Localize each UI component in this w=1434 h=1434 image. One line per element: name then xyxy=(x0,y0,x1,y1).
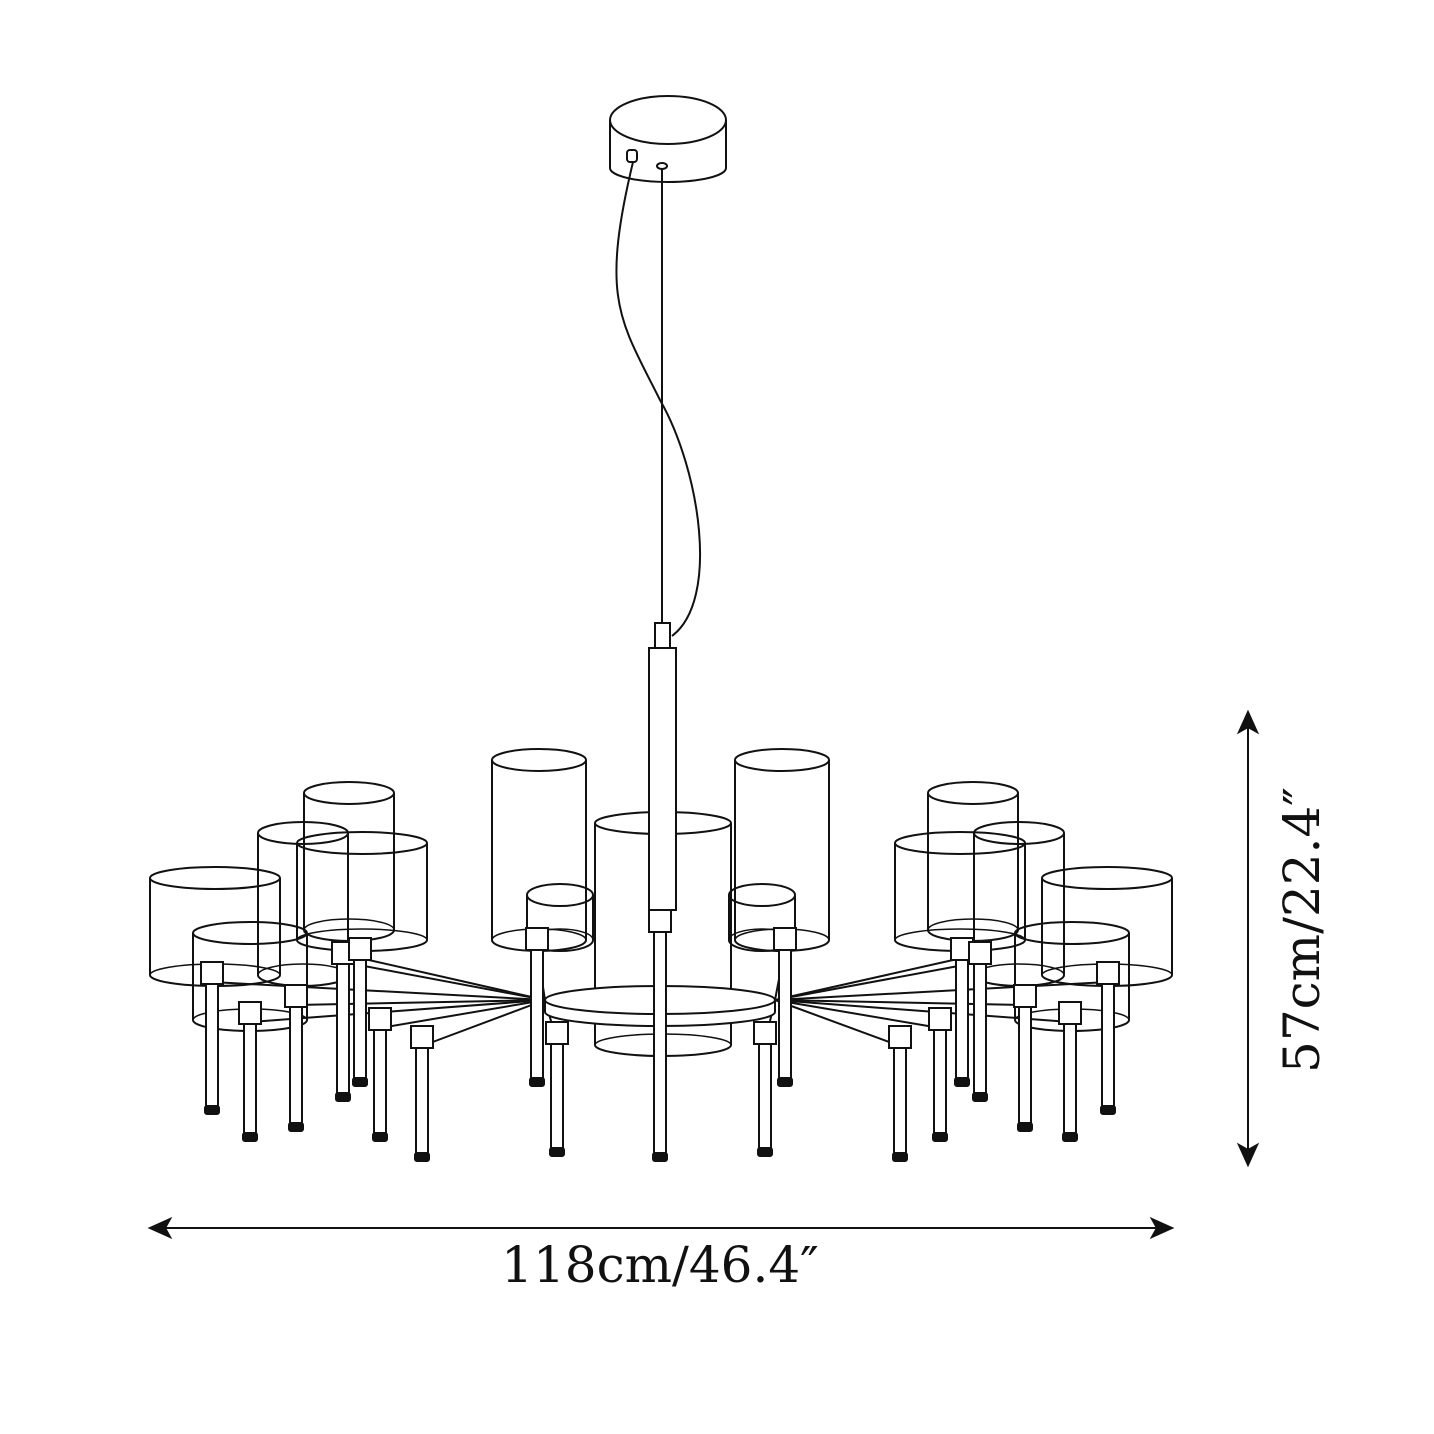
height-label: 57cm/22.4″ xyxy=(1273,787,1331,1073)
candle xyxy=(348,937,372,1087)
candle xyxy=(1013,984,1037,1132)
candle xyxy=(368,1007,392,1142)
candle xyxy=(331,941,355,1102)
arm xyxy=(774,999,901,1047)
lamp-shade xyxy=(296,831,428,952)
candle xyxy=(773,927,797,1087)
candle xyxy=(284,984,308,1132)
width-label: 118cm/46.4″ xyxy=(501,1236,819,1294)
candle xyxy=(888,1025,912,1162)
candle xyxy=(648,909,672,1162)
height-dimension-arrow xyxy=(1236,709,1260,1168)
arm xyxy=(774,999,941,1029)
central-stem xyxy=(648,622,677,911)
candle xyxy=(928,1007,952,1142)
candle xyxy=(1096,961,1120,1115)
arm xyxy=(379,999,546,1029)
suspension-rod-and-cord xyxy=(615,161,702,637)
candle xyxy=(1058,1001,1082,1142)
candle xyxy=(525,927,549,1087)
arm xyxy=(774,961,981,1001)
candle xyxy=(238,1001,262,1142)
candle xyxy=(545,1021,569,1157)
candle xyxy=(410,1025,434,1162)
lamp-shade xyxy=(734,748,830,952)
candle xyxy=(753,1021,777,1157)
candle-holders xyxy=(200,909,1120,1162)
candle xyxy=(200,961,224,1115)
arm xyxy=(421,999,546,1047)
width-dimension-arrow xyxy=(147,1216,1175,1240)
lamp-shade xyxy=(894,831,1026,952)
arm xyxy=(774,957,963,1001)
candle xyxy=(968,941,992,1102)
arm xyxy=(359,957,546,1001)
lamp-shade xyxy=(491,748,587,952)
arm xyxy=(211,981,546,1001)
arm xyxy=(774,981,1109,1001)
ceiling-canopy xyxy=(609,95,727,183)
arm xyxy=(342,961,546,1001)
